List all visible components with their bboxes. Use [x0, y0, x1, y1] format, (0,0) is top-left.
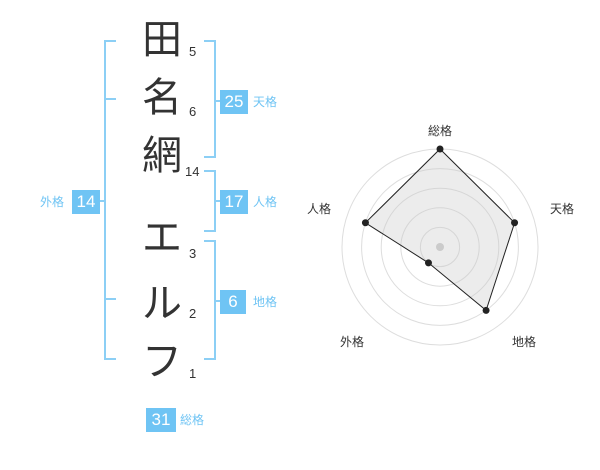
radar-axis-label-soukaku: 総格 — [428, 124, 453, 138]
gaikaku-value: 14 — [72, 190, 100, 214]
stroke-count-6: 1 — [189, 366, 197, 381]
radar-axis-label-gaikaku: 外格 — [340, 335, 365, 349]
soukaku-value: 31 — [146, 408, 176, 432]
radar-point-1 — [436, 145, 444, 153]
stroke-count-4: 3 — [189, 246, 197, 261]
radar-point-3 — [482, 306, 490, 314]
stroke-count-2: 6 — [189, 104, 197, 119]
jinkaku-label: 人格 — [253, 195, 278, 209]
stroke-count-5: 2 — [189, 306, 197, 321]
stroke-count-1: 5 — [189, 44, 197, 59]
stroke-count-3: 14 — [185, 164, 200, 179]
radar-point-4 — [424, 259, 432, 267]
radar-grid-ring — [361, 168, 519, 326]
jinkaku-value: 17 — [220, 190, 248, 214]
radar-center-dot — [436, 243, 444, 251]
name-char-1: 田 — [142, 17, 182, 63]
chikaku-value: 6 — [220, 290, 246, 314]
radar-grid-ring — [380, 187, 500, 307]
radar-point-5 — [361, 219, 369, 227]
name-char-6: フ — [142, 339, 182, 385]
name-char-2: 名 — [142, 75, 182, 121]
radar-axis-label-chikaku: 地格 — [512, 335, 537, 349]
radar-grid-ring — [400, 207, 480, 287]
name-char-3: 網 — [142, 133, 182, 179]
radar-axis-label-jinkaku: 人格 — [307, 202, 332, 216]
name-char-5: ル — [142, 281, 182, 327]
radar-point-2 — [511, 219, 519, 227]
radar-grid-ring — [419, 226, 461, 268]
soukaku-label: 総格 — [180, 413, 205, 427]
radar-axis-label-tenkaku: 天格 — [550, 202, 575, 216]
tenkaku-value: 25 — [220, 90, 248, 114]
chikaku-label: 地格 — [253, 295, 278, 309]
name-char-4: エ — [142, 215, 182, 261]
gaikaku-label: 外格 — [40, 195, 65, 209]
radar-series-area — [364, 148, 516, 312]
tenkaku-label: 天格 — [253, 95, 278, 109]
